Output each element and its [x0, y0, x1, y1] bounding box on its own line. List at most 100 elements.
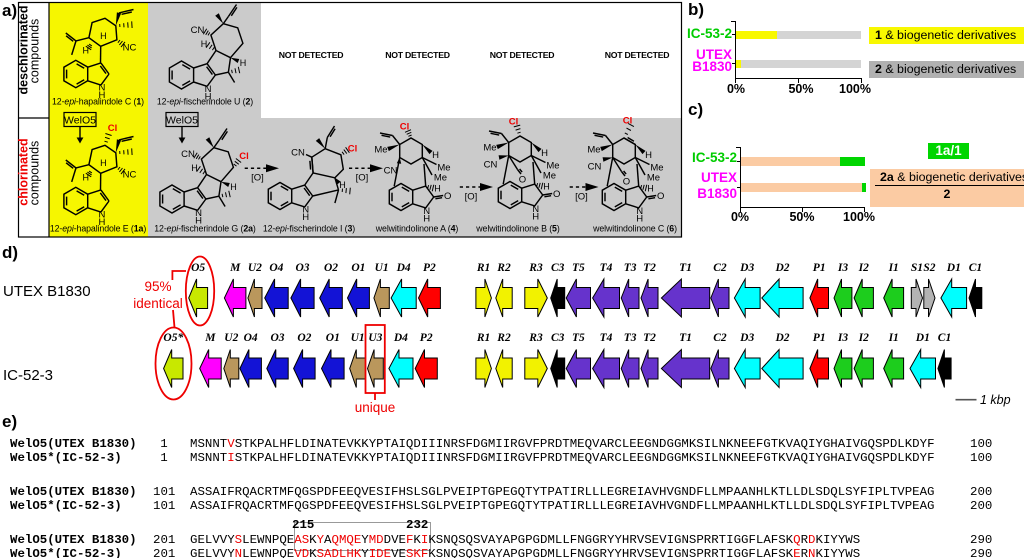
svg-text:Me: Me [483, 143, 496, 154]
svg-text:T2: T2 [643, 262, 656, 274]
svg-text:H: H [423, 213, 430, 224]
svg-text:I1: I1 [888, 332, 899, 344]
svg-text:Cl: Cl [400, 122, 410, 133]
svg-text:H: H [98, 217, 105, 228]
svg-text:Me: Me [647, 173, 660, 184]
svg-text:D1: D1 [946, 262, 961, 274]
svg-text:CN: CN [181, 149, 195, 160]
svg-text:T5: T5 [572, 332, 585, 344]
svg-text:I2: I2 [858, 332, 869, 344]
svg-text:C1: C1 [938, 332, 951, 344]
svg-text:H: H [83, 46, 90, 56]
svg-text:WelO5: WelO5 [166, 115, 198, 127]
svg-text:chlorinated: chlorinated [17, 138, 31, 205]
svg-text:H: H [201, 39, 208, 49]
svg-text:unique: unique [355, 400, 396, 415]
svg-text:N: N [423, 206, 430, 217]
svg-text:N: N [195, 208, 202, 219]
svg-text:H: H [339, 180, 346, 190]
svg-text:U1: U1 [375, 262, 389, 274]
svg-text:H: H [100, 158, 107, 168]
svg-text:O2: O2 [324, 262, 338, 274]
svg-text:H: H [636, 213, 643, 224]
svg-text:Me: Me [374, 145, 387, 156]
svg-text:R2: R2 [496, 332, 511, 344]
svg-text:Me: Me [650, 163, 663, 174]
svg-text:T4: T4 [600, 332, 613, 344]
svg-text:12-epi-fischerindole I (3): 12-epi-fischerindole I (3) [263, 224, 355, 234]
svg-text:H: H [645, 150, 652, 161]
svg-text:C1: C1 [969, 262, 982, 274]
svg-text:T2: T2 [643, 332, 656, 344]
svg-text:NOT DETECTED: NOT DETECTED [385, 50, 450, 60]
svg-text:12-epi-hapalindole C (1): 12-epi-hapalindole C (1) [52, 97, 144, 107]
svg-text:O1: O1 [351, 262, 365, 274]
svg-text:[O]: [O] [575, 192, 588, 203]
svg-text:N: N [205, 84, 212, 95]
svg-text:CN: CN [191, 25, 205, 36]
svg-text:R3: R3 [528, 332, 543, 344]
svg-text:Cl: Cl [348, 144, 358, 155]
svg-text:R2: R2 [496, 262, 511, 274]
svg-text:O4: O4 [244, 332, 258, 344]
svg-text:H: H [543, 182, 550, 192]
svg-text:welwitindolinone B (5): welwitindolinone B (5) [475, 224, 560, 234]
svg-text:welwitindolinone A (4): welwitindolinone A (4) [375, 224, 459, 234]
svg-text:H: H [532, 211, 539, 222]
svg-text:C3: C3 [551, 332, 565, 344]
svg-text:C2: C2 [713, 262, 727, 274]
svg-text:12-epi-fischerindole U (2): 12-epi-fischerindole U (2) [157, 97, 253, 107]
svg-text:NC: NC [123, 43, 137, 54]
svg-text:H: H [434, 184, 441, 194]
svg-text:U1: U1 [351, 332, 365, 344]
svg-text:D4: D4 [393, 332, 408, 344]
svg-text:H: H [83, 173, 90, 183]
svg-text:Cl: Cl [108, 123, 118, 134]
svg-text:12-epi-hapalindole E (1a): 12-epi-hapalindole E (1a) [50, 224, 147, 234]
svg-text:WelO5: WelO5 [64, 115, 96, 127]
svg-text:NOT DETECTED: NOT DETECTED [490, 50, 555, 60]
svg-text:R3: R3 [528, 262, 543, 274]
svg-text:R1: R1 [476, 332, 490, 344]
svg-text:C2: C2 [713, 332, 727, 344]
svg-text:N: N [532, 204, 539, 215]
svg-text:Me: Me [434, 173, 447, 184]
svg-text:N: N [636, 206, 643, 217]
svg-text:D4: D4 [396, 262, 411, 274]
svg-text:H: H [240, 58, 247, 68]
svg-text:H: H [541, 148, 548, 159]
svg-text:D2: D2 [774, 262, 789, 274]
svg-text:H: H [230, 182, 237, 192]
svg-text:I3: I3 [837, 332, 848, 344]
svg-text:Me: Me [587, 145, 600, 156]
svg-text:D3: D3 [739, 262, 754, 274]
svg-text:T1: T1 [679, 332, 692, 344]
svg-text:H: H [100, 31, 107, 41]
svg-text:H: H [302, 212, 309, 223]
svg-text:D1: D1 [915, 332, 930, 344]
svg-text:Me: Me [437, 163, 450, 174]
svg-text:Me: Me [546, 161, 559, 172]
svg-text:CN: CN [484, 160, 498, 171]
svg-text:N: N [302, 204, 309, 215]
svg-text:M: M [229, 262, 241, 274]
svg-text:M: M [204, 332, 216, 344]
svg-text:95%: 95% [144, 279, 171, 294]
svg-text:S2: S2 [923, 262, 935, 274]
svg-text:Me: Me [543, 171, 556, 182]
svg-text:O: O [657, 191, 664, 202]
svg-text:D3: D3 [739, 332, 754, 344]
svg-text:U2: U2 [224, 332, 238, 344]
svg-text:compounds: compounds [28, 19, 42, 84]
svg-text:O: O [444, 191, 451, 202]
svg-text:O3: O3 [295, 262, 309, 274]
svg-text:identical: identical [133, 296, 183, 311]
svg-text:I2: I2 [858, 262, 869, 274]
svg-text:O: O [623, 177, 630, 188]
svg-text:[O]: [O] [251, 172, 264, 183]
svg-text:O: O [519, 175, 526, 186]
svg-text:Cl: Cl [623, 116, 633, 127]
svg-text:T1: T1 [679, 262, 692, 274]
svg-text:[O]: [O] [356, 172, 369, 183]
svg-text:1 kbp: 1 kbp [980, 393, 1011, 407]
